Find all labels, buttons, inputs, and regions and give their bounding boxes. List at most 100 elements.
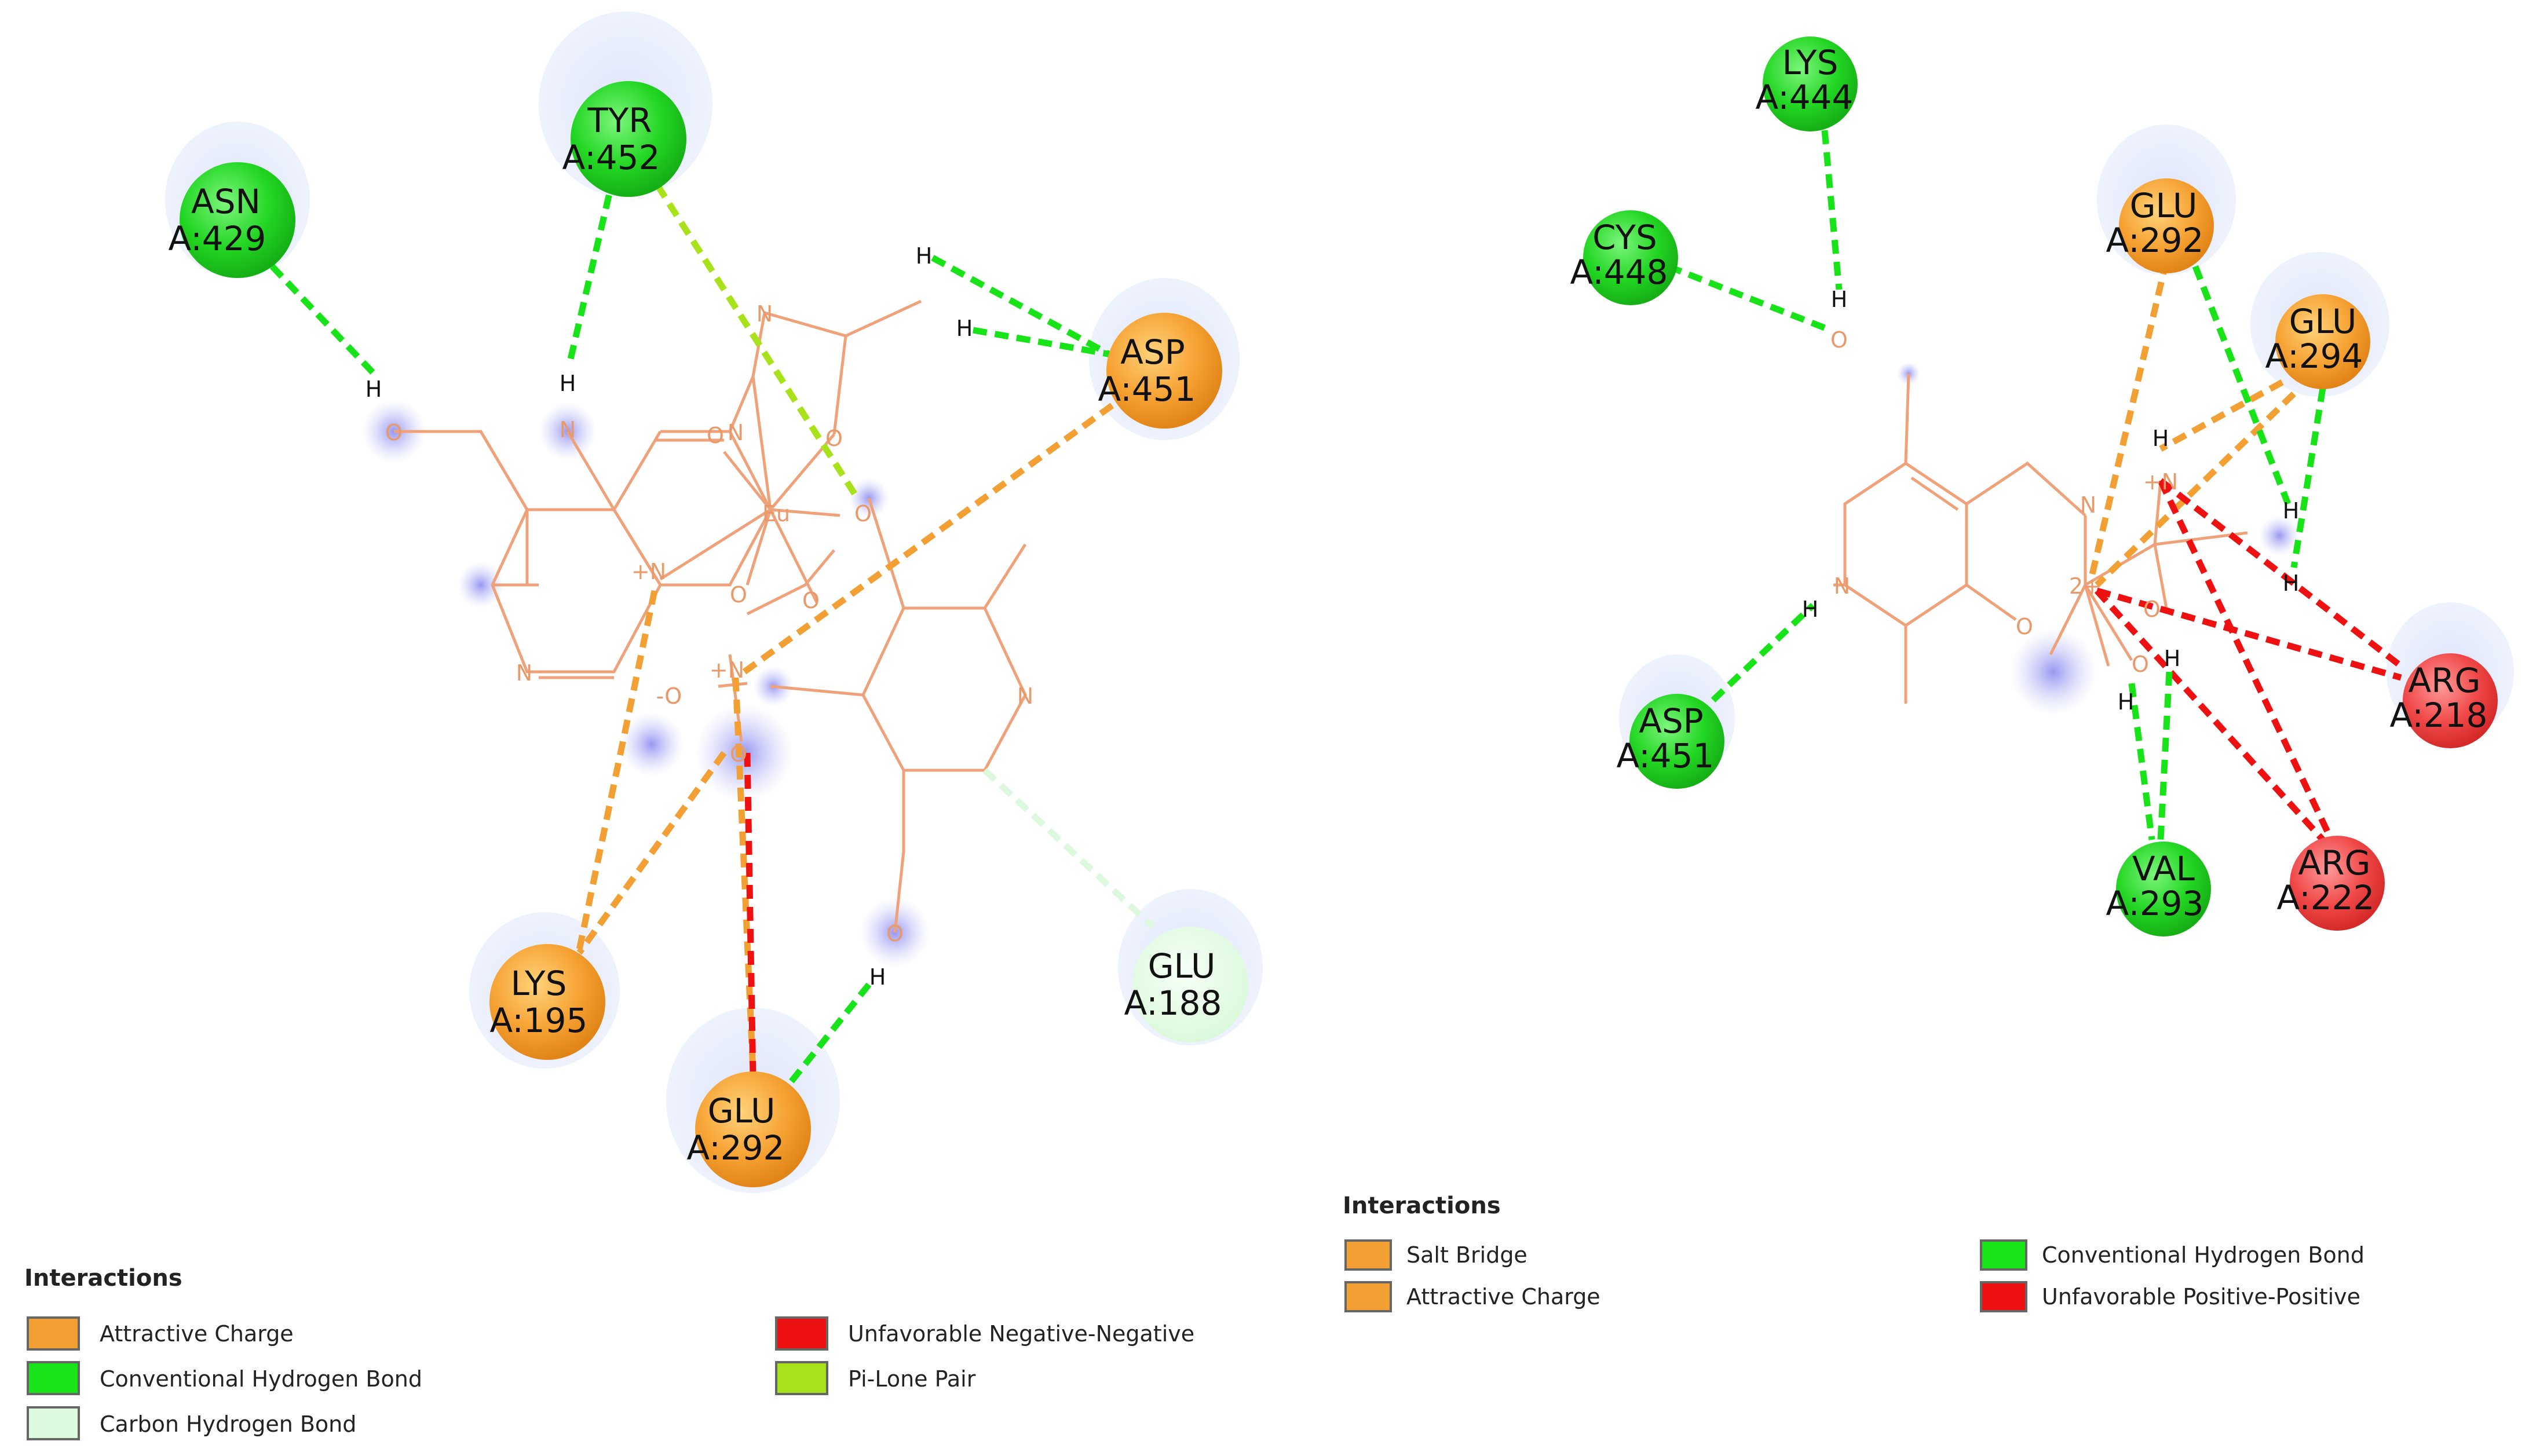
svg-text:ASP: ASP xyxy=(1639,701,1703,741)
residue-glu294[interactable]: GLU A:294 xyxy=(2265,294,2370,389)
atom-label: Eu xyxy=(762,501,790,526)
legend-title: Interactions xyxy=(1343,1192,1501,1219)
atom-label: O xyxy=(802,588,820,613)
atom-label: 2+ xyxy=(2069,573,2102,599)
svg-text:GLU: GLU xyxy=(2289,302,2357,341)
atom-label: O xyxy=(854,501,872,526)
atom-label: O xyxy=(2143,597,2161,622)
right-legend: Interactions Salt Bridge Attractive Char… xyxy=(1343,1192,2364,1312)
atom-label: O xyxy=(2016,614,2033,639)
atom-label: -O xyxy=(656,683,682,709)
left-solvent-blobs xyxy=(362,400,930,967)
hbond-val293-b xyxy=(2157,671,2173,840)
hbond-glu292 xyxy=(773,982,872,1103)
right-residues: LYS A:444 CYS A:448 GLU A:292 GLU A:294 … xyxy=(1570,36,2498,936)
svg-text:GLU: GLU xyxy=(708,1091,776,1131)
hbond-tyr452 xyxy=(567,173,617,360)
residue-glu292[interactable]: GLU A:292 xyxy=(687,1071,811,1187)
residue-tyr452[interactable]: TYR A:452 xyxy=(562,81,686,197)
svg-text:Attractive Charge: Attractive Charge xyxy=(1406,1284,1600,1309)
hbond-asn429 xyxy=(270,264,379,379)
legend-item-carbon-hbond: Carbon Hydrogen Bond xyxy=(27,1406,356,1440)
legend-item-unfavorable-neg-neg: Unfavorable Negative-Negative xyxy=(775,1316,1194,1351)
hydrogen-label: H xyxy=(2152,426,2169,451)
residue-lys444[interactable]: LYS A:444 xyxy=(1756,36,1858,131)
svg-text:ASP: ASP xyxy=(1120,332,1185,372)
solvent-blob xyxy=(695,704,794,802)
legend-item-salt-bridge: Salt Bridge xyxy=(1344,1239,1527,1271)
svg-text:Pi-Lone Pair: Pi-Lone Pair xyxy=(848,1366,976,1392)
left-panel: O N N N N O O Eu O O +N O -O +N O -O N O… xyxy=(24,12,1263,1440)
hbond-cys448 xyxy=(1666,263,1832,334)
atom-label: O xyxy=(730,741,747,767)
residue-glu292r[interactable]: GLU A:292 xyxy=(2106,178,2214,273)
residue-asn429[interactable]: ASN A:429 xyxy=(169,162,295,278)
left-interactions xyxy=(270,173,1155,1103)
legend-item-attractive-charge: Attractive Charge xyxy=(27,1316,294,1351)
atom-label: N xyxy=(1017,683,1033,709)
svg-text:A:188: A:188 xyxy=(1124,983,1222,1023)
charge-glu294-a xyxy=(2159,379,2284,452)
svg-text:VAL: VAL xyxy=(2132,849,2195,888)
charge-glu294-b xyxy=(2095,392,2296,587)
charge-lys195-a xyxy=(576,590,658,951)
svg-text:Unfavorable Negative-Negative: Unfavorable Negative-Negative xyxy=(848,1321,1194,1347)
svg-text:GLU: GLU xyxy=(1148,946,1216,986)
legend-item-unfavorable-pos-pos: Unfavorable Positive-Positive xyxy=(1980,1281,2360,1312)
right-panel: O N N 2+ O O O +N H H H H H H H LYS A:44… xyxy=(1343,36,2514,1312)
svg-text:A:195: A:195 xyxy=(490,1001,588,1040)
residue-arg218[interactable]: ARG A:218 xyxy=(2390,653,2498,748)
atom-label: N xyxy=(728,420,744,445)
hydrogen-label: H xyxy=(1802,597,1819,622)
hydrogen-label: H xyxy=(2164,646,2181,671)
right-ligand xyxy=(1833,373,2248,704)
right-interactions xyxy=(1666,130,2403,842)
svg-text:Attractive Charge: Attractive Charge xyxy=(100,1321,294,1347)
charge-asp451 xyxy=(742,403,1114,675)
residue-asp451[interactable]: ASP A:451 xyxy=(1098,313,1222,429)
atom-label: +N xyxy=(2143,469,2178,495)
residue-lys195[interactable]: LYS A:195 xyxy=(489,944,605,1060)
atom-label: +N xyxy=(631,559,666,584)
atom-label: O xyxy=(707,423,724,448)
left-legend: Interactions Attractive Charge Conventio… xyxy=(24,1265,1194,1440)
salt-bridge-glu292r xyxy=(2088,259,2170,580)
solvent-blob xyxy=(2259,515,2300,556)
legend-item-pi-lone-pair: Pi-Lone Pair xyxy=(775,1361,976,1395)
left-residues: ASN A:429 TYR A:452 ASP A:451 LYS A:195 … xyxy=(169,81,1248,1187)
solvent-blob xyxy=(620,712,684,776)
hydrogen-label: H xyxy=(869,964,886,990)
hbond-asp451r xyxy=(1695,603,1815,718)
svg-text:A:292: A:292 xyxy=(687,1128,785,1168)
atom-label: O xyxy=(825,426,843,451)
residue-glu188[interactable]: GLU A:188 xyxy=(1124,927,1248,1042)
hbond-glu294 xyxy=(2290,387,2326,568)
atom-label: +N xyxy=(710,657,744,683)
svg-text:A:293: A:293 xyxy=(2106,884,2204,923)
legend-item-conventional-hbond-r: Conventional Hydrogen Bond xyxy=(1980,1239,2364,1271)
left-ligand xyxy=(394,299,1027,933)
pos-pos-arg218-b xyxy=(2096,587,2402,681)
legend-item-attractive-charge-r: Attractive Charge xyxy=(1344,1281,1600,1312)
legend-item-conventional-hbond: Conventional Hydrogen Bond xyxy=(27,1361,422,1395)
svg-text:A:451: A:451 xyxy=(1617,736,1715,775)
hydrogen-label: H xyxy=(2283,570,2300,596)
hydrogen-label: H xyxy=(916,243,933,269)
hbond-asp451-b xyxy=(973,327,1121,360)
atom-label: O xyxy=(1830,327,1848,353)
right-solvent-blobs xyxy=(1897,362,2300,715)
residue-val293[interactable]: VAL A:293 xyxy=(2106,842,2211,936)
hbond-val293-a xyxy=(2128,683,2155,840)
residue-arg222[interactable]: ARG A:222 xyxy=(2277,836,2385,931)
hydrogen-label: H xyxy=(1831,287,1848,312)
svg-text:A:444: A:444 xyxy=(1756,78,1854,117)
atom-label: N xyxy=(2080,492,2096,518)
residue-cys448[interactable]: CYS A:448 xyxy=(1570,210,1678,305)
atom-label: O xyxy=(730,582,747,608)
atom-label: O xyxy=(886,921,904,946)
hydrogen-label: H xyxy=(956,316,973,341)
hbond-asp451-a xyxy=(931,255,1120,362)
residue-asp451r[interactable]: ASP A:451 xyxy=(1617,694,1724,789)
atom-label: N xyxy=(516,660,532,686)
solvent-blob xyxy=(458,562,504,608)
